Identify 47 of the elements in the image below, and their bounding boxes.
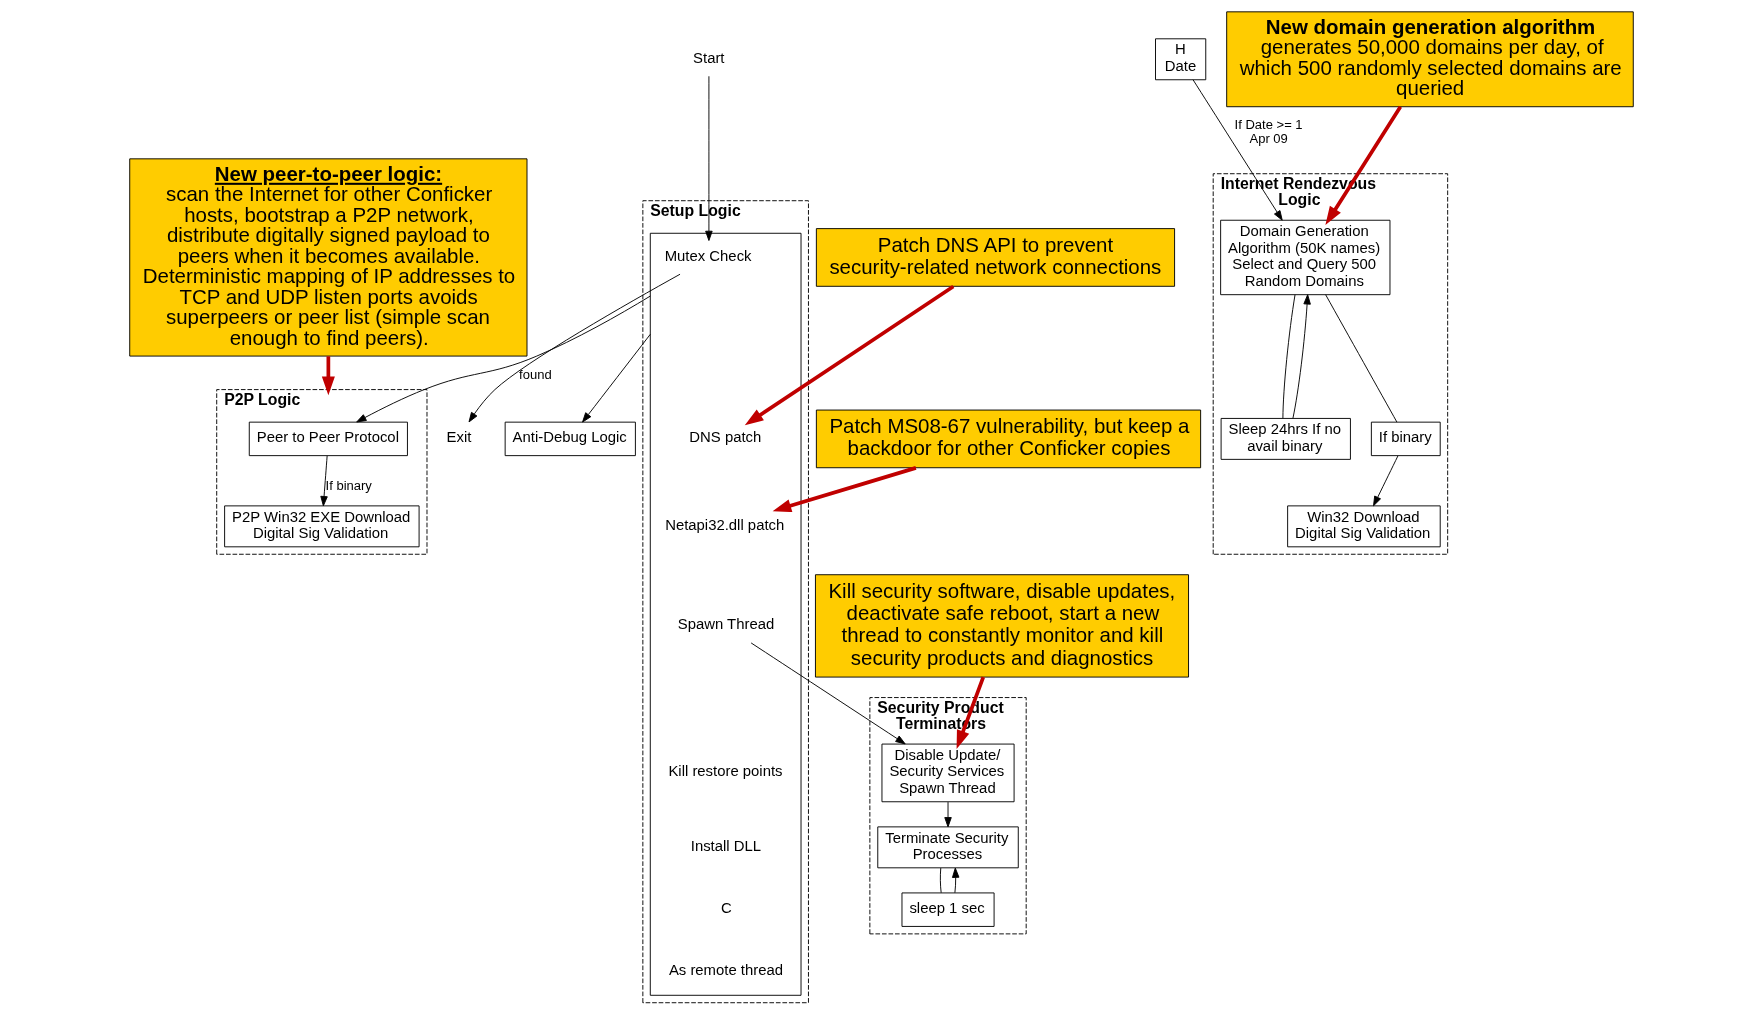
node-text: Kill restore points [667,763,783,780]
node-box: Kill security software, disable updates, deactivate safe reboot, start a new thread to constantly monitor and kill security products and diagnostics [814,574,1189,678]
arrow [355,295,651,423]
node-box: Patch MS08-67 vulnerability, but keep a backdoor for other Conficker copies [815,409,1201,469]
node-text: C [720,900,732,917]
node-box: Terminate Security Processes [876,826,1019,869]
arrow [581,333,651,423]
node-text: As remote thread [668,961,783,978]
node-box: Peer to Peer Protocol [248,421,408,457]
arrow [1291,294,1311,419]
node-box: H Date [1154,38,1206,81]
node-box: Anti-Debug Logic [504,421,636,457]
node-text: DNS patch [688,429,761,446]
node-box: P2P Win32 EXE Download Digital Sig Validation [223,505,420,548]
arrow [704,75,713,241]
connector [1324,294,1397,423]
arrow [744,284,954,426]
node-box: New domain generation algorithm generates 50,000 domains per day, of which 500 randomly selected domains are queried [1225,11,1634,108]
arrow [951,867,959,894]
node-box: Sleep 24hrs If no avail binary [1220,417,1351,460]
edge-label: If Date >= 1 Apr 09 [1234,117,1303,147]
arrow [1372,455,1398,507]
node-box: Disable Update/ Security Services Spawn Thread [881,743,1015,803]
arrow [468,273,680,423]
node-text: Exit [446,429,471,446]
arrow [956,676,985,749]
node-text: Netapi32.dll patch [664,516,784,533]
arrow [1192,79,1283,221]
arrow [750,642,906,745]
node-box: New peer-to-peer logic: scan the Internet for other Conficker hosts, bootstrap a P2P network, distribute digitally signed payload to peers when it becomes available. Deterministic mapping of IP addresses to TCP and UDP listen ports avoids superpeers or peer list (simple scan enough to find peers). [128,158,527,357]
node-text: Install DLL [690,837,761,854]
arrow [772,466,916,513]
node-text: Mutex Check [664,248,752,264]
arrow [943,801,952,828]
node-box: Win32 Download Digital Sig Validation [1286,505,1441,548]
connector [939,867,942,894]
node-box: Domain Generation Algorithm (50K names) Select and Query 500 Random Domains [1219,219,1390,296]
edge-label: If binary [325,478,372,494]
arrow [321,356,335,396]
node-box: Patch DNS API to prevent security-related network connections [815,228,1175,287]
node-box: sleep 1 sec [901,892,995,927]
connector [1281,294,1295,419]
node-text: Spawn Thread [677,616,774,633]
node-text: Start [692,49,725,66]
node-box: If binary [1370,421,1441,457]
arrow [319,455,328,507]
edge-label: found [518,366,552,382]
